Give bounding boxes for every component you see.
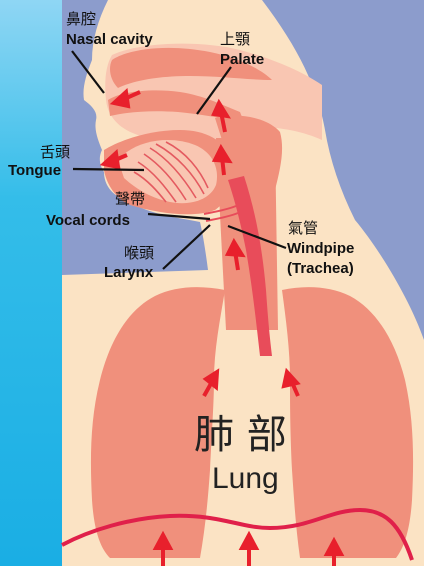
lung-label-zh: 肺 部 (194, 412, 287, 458)
windpipe-label-zh: 氣管 (288, 220, 318, 237)
tongue-label-en: Tongue (8, 162, 61, 179)
windpipe-label-en: Windpipe (287, 240, 354, 257)
lung-label-en: Lung (212, 462, 279, 495)
larynx-label-en: Larynx (104, 264, 154, 281)
palate-label-zh: 上顎 (220, 31, 250, 48)
trachea-label-en: (Trachea) (287, 260, 354, 277)
tongue-label-zh: 舌頭 (40, 144, 70, 161)
vocal-cords-label-zh: 聲帶 (115, 191, 145, 208)
nasal-cavity-label-en: Nasal cavity (66, 31, 153, 48)
nasal-cavity-label-zh: 鼻腔 (66, 11, 96, 28)
larynx-label-zh: 喉頭 (124, 245, 154, 262)
vocal-cords-label-en: Vocal cords (46, 212, 130, 229)
palate-label-en: Palate (220, 51, 264, 68)
